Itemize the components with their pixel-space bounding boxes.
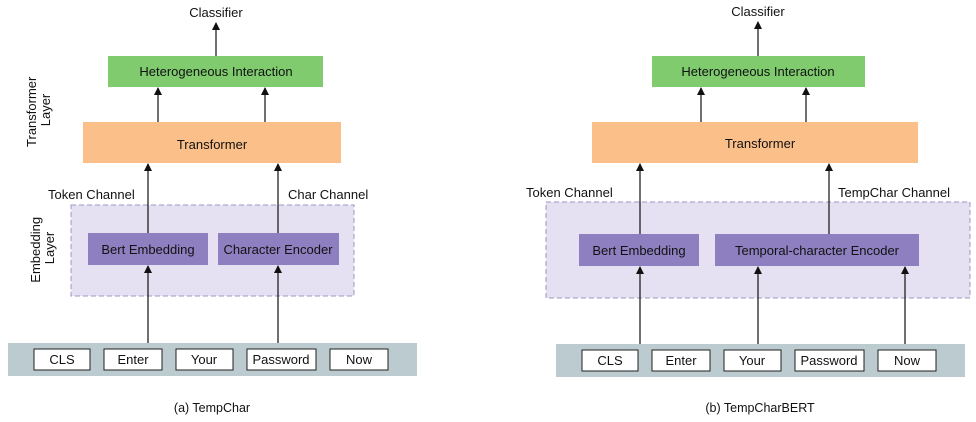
bert-embedding-label-b: Bert Embedding	[592, 243, 685, 258]
transformer-label-b: Transformer	[725, 136, 796, 151]
temporal-character-encoder-label: Temporal-character Encoder	[735, 243, 900, 258]
heterogeneous-interaction-label-b: Heterogeneous Interaction	[681, 64, 834, 79]
tempchar-channel-label: TempChar Channel	[838, 185, 950, 200]
token-box-enter	[103, 348, 163, 371]
bert-embedding-label: Bert Embedding	[101, 242, 194, 257]
token-text-password: Password	[252, 352, 309, 367]
token-channel-label: Token Channel	[48, 187, 135, 202]
token-text-enter: Enter	[117, 352, 149, 367]
token-list: CLS Enter Your Password Now	[33, 348, 389, 371]
transformer-label: Transformer	[177, 137, 248, 152]
transformer-block-b	[592, 122, 918, 163]
bert-embedding-block-b	[579, 234, 699, 266]
token-box-cls-b	[581, 349, 639, 372]
token-box-now	[329, 348, 389, 371]
caption-tempcharbert: (b) TempCharBERT	[705, 401, 815, 415]
token-text-now: Now	[346, 352, 373, 367]
heterogeneous-interaction-block-b	[652, 56, 865, 87]
token-text-cls-b: CLS	[597, 353, 623, 368]
token-box-now-b	[877, 349, 937, 372]
classifier-label: Classifier	[189, 5, 243, 20]
token-text-cls: CLS	[49, 352, 75, 367]
token-box-password-b	[794, 349, 865, 372]
side-label-embedding-layer: Embedding Layer	[28, 213, 57, 282]
heterogeneous-interaction-label: Heterogeneous Interaction	[139, 64, 292, 79]
token-box-your	[175, 348, 234, 371]
temporal-character-encoder-block	[715, 234, 919, 266]
token-channel-label-b: Token Channel	[526, 185, 613, 200]
token-text-password-b: Password	[800, 353, 857, 368]
token-box-cls	[33, 348, 91, 371]
classifier-label-b: Classifier	[731, 4, 785, 19]
token-box-your-b	[723, 349, 782, 372]
character-encoder-block	[218, 233, 339, 265]
token-list-b: CLS Enter Your Password Now	[581, 349, 937, 372]
token-text-your-b: Your	[739, 353, 766, 368]
heterogeneous-interaction-block	[108, 56, 323, 87]
character-encoder-label: Character Encoder	[223, 242, 333, 257]
token-text-now-b: Now	[894, 353, 921, 368]
side-label-transformer-layer: Transformer Layer	[24, 73, 53, 147]
token-box-enter-b	[651, 349, 711, 372]
caption-tempchar: (a) TempChar	[174, 401, 250, 415]
token-text-your: Your	[191, 352, 218, 367]
transformer-block	[83, 122, 341, 163]
bert-embedding-block	[88, 233, 208, 265]
panel-tempchar: Transformer Layer Embedding Layer Classi…	[8, 5, 417, 415]
token-text-enter-b: Enter	[665, 353, 697, 368]
char-channel-label: Char Channel	[288, 187, 368, 202]
panel-tempcharbert: Classifier Heterogeneous Interaction Tra…	[526, 4, 971, 415]
token-box-password	[246, 348, 317, 371]
